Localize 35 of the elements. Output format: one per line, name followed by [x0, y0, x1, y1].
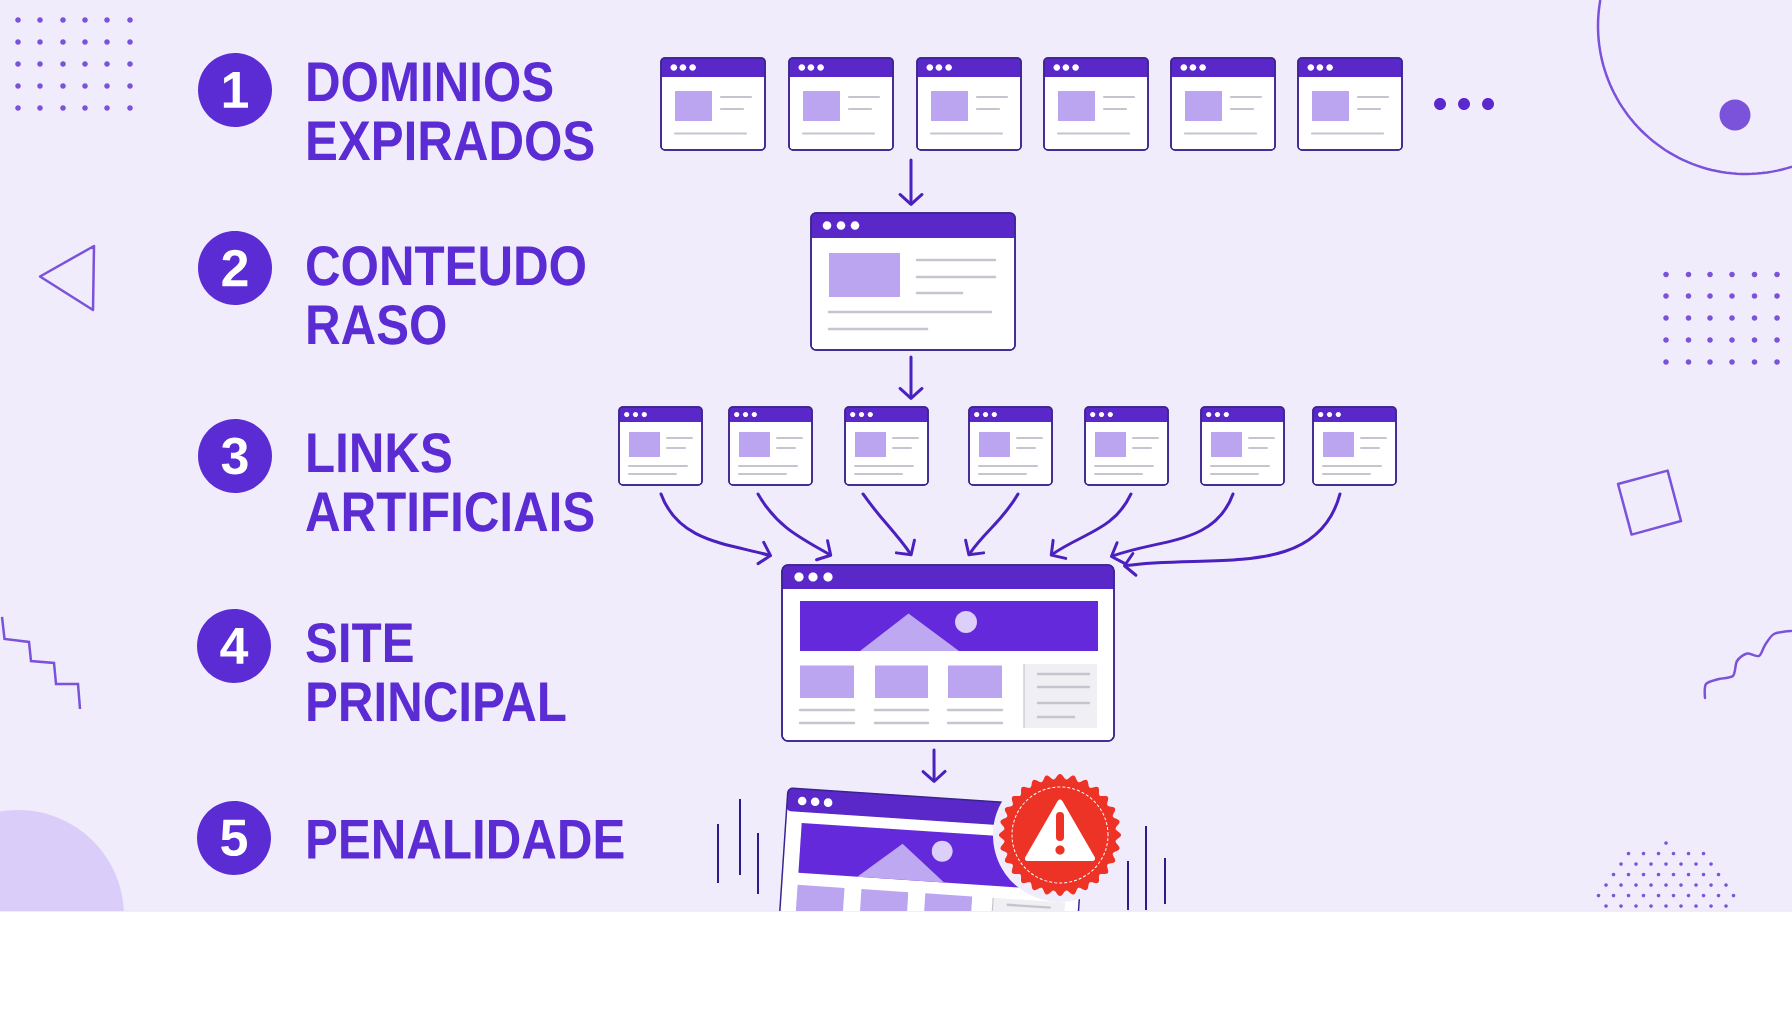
browser-window — [810, 212, 1016, 351]
arrow — [898, 355, 924, 400]
arrow — [861, 492, 916, 557]
arrow — [1109, 492, 1235, 565]
arrow — [1123, 492, 1342, 577]
number-badge: 2 — [198, 231, 272, 305]
number-badge: 5 — [197, 801, 271, 875]
step-title: LINKS ARTIFICIAIS — [306, 433, 594, 532]
browser-window — [788, 57, 894, 151]
step-title: PENALIDADE — [308, 820, 624, 859]
arrow — [756, 492, 833, 562]
browser-window — [968, 406, 1053, 486]
arrow — [964, 492, 1020, 557]
step-title: SITE PRINCIPAL — [306, 623, 566, 722]
browser-window — [728, 406, 813, 486]
arrow — [898, 158, 924, 206]
browser-window — [1170, 57, 1276, 151]
browser-window — [1043, 57, 1149, 151]
browser-window — [1200, 406, 1285, 486]
number-badge: 4 — [197, 609, 271, 683]
browser-window — [1297, 57, 1403, 151]
browser-window — [1312, 406, 1397, 486]
browser-window — [1084, 406, 1169, 486]
arrow — [921, 748, 947, 783]
number-badge: 3 — [198, 419, 272, 493]
browser-window — [844, 406, 929, 486]
arrow — [659, 492, 773, 566]
browser-window — [618, 406, 703, 486]
browser-window — [916, 57, 1022, 151]
step-title: CONTEUDO RASO — [307, 246, 585, 345]
number-badge: 1 — [198, 53, 272, 127]
arrow — [1049, 492, 1133, 560]
step-title: DOMINIOS EXPIRADOS — [308, 62, 594, 161]
browser-window — [660, 57, 766, 151]
browser-window-with-warning — [779, 773, 1122, 912]
